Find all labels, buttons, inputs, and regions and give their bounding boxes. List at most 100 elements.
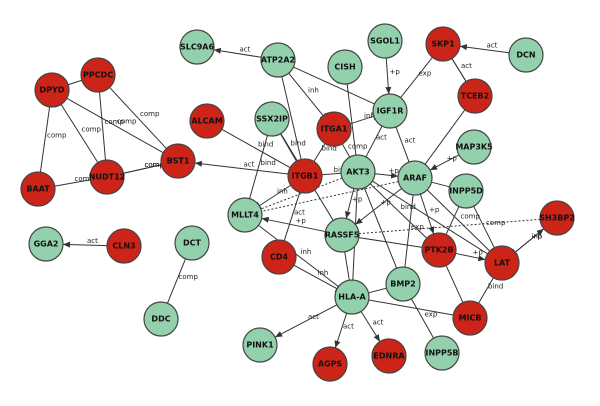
node-dct-label: DCT <box>183 239 202 248</box>
edge-hla-a-pink1-label: act <box>308 313 319 321</box>
node-itgb1[interactable]: ITGB1 <box>287 158 323 194</box>
node-araf[interactable]: ARAF <box>397 160 433 196</box>
edge-cd4-hla-a <box>293 264 338 290</box>
edge-itga1-igf1r-label: inh <box>364 112 375 120</box>
edge-araf-lat-label: comp <box>461 213 481 221</box>
node-sgol1[interactable]: SGOL1 <box>367 23 403 59</box>
node-dcn[interactable]: DCN <box>508 37 544 73</box>
node-araf-circle <box>397 160 433 196</box>
node-itga1-label: ITGA1 <box>321 125 348 134</box>
node-alcam[interactable]: ALCAM <box>189 103 225 139</box>
edge-atp2a2-itgb1 <box>281 76 302 160</box>
edge-nudt12-baat <box>54 179 91 187</box>
edge-akt3-ptk2b-label: bind <box>401 203 416 211</box>
node-hla-a[interactable]: HLA-A <box>334 279 370 315</box>
node-ppcdc[interactable]: PPCDC <box>80 57 116 93</box>
node-slc9a6-label: SLC9A6 <box>180 43 214 52</box>
node-cln3[interactable]: CLN3 <box>106 228 142 264</box>
node-pink1[interactable]: PINK1 <box>242 327 278 363</box>
node-bst1[interactable]: BST1 <box>160 143 196 179</box>
node-slc9a6[interactable]: SLC9A6 <box>179 29 215 65</box>
node-agps-circle <box>312 346 348 382</box>
node-ednra[interactable]: EDNRA <box>371 338 407 374</box>
edge-atp2a2-igf1r <box>293 66 375 105</box>
node-nudt12-circle <box>89 159 125 195</box>
edge-itgb1-akt3 <box>321 172 342 176</box>
node-tceb2-label: TCEB2 <box>461 92 489 101</box>
node-dct[interactable]: DCT <box>174 225 210 261</box>
node-gga2[interactable]: GGA2 <box>28 226 64 262</box>
edge-ssx2ip-mllt4 <box>249 135 268 199</box>
node-inpp5d[interactable]: INPP5D <box>448 173 484 209</box>
edge-hla-a-agps-arrowhead <box>334 340 341 348</box>
node-nudt12[interactable]: NUDT12 <box>89 159 125 195</box>
node-map3k5[interactable]: MAP3K5 <box>455 129 493 165</box>
edge-labels-layer: actexpinh+pactactexpcompcompcompcompcomp… <box>47 42 542 331</box>
edge-cln3-gga2-label: act <box>87 237 98 245</box>
node-lat-circle <box>484 245 520 281</box>
node-mllt4[interactable]: MLLT4 <box>227 197 263 233</box>
node-gga2-label: GGA2 <box>34 240 59 249</box>
node-atp2a2-label: ATP2A2 <box>261 56 295 65</box>
edge-araf-lat <box>426 189 491 252</box>
node-ssx2ip[interactable]: SSX2IP <box>254 101 290 137</box>
edge-itgb1-bst1-arrowhead <box>194 160 203 167</box>
edge-hla-a-pink1-arrowhead <box>275 331 283 338</box>
edge-akt3-rassf5-label: +p <box>352 196 363 204</box>
node-skp1[interactable]: SKP1 <box>425 26 461 62</box>
node-baat[interactable]: BAAT <box>20 171 56 207</box>
node-cln3-label: CLN3 <box>112 242 135 251</box>
edges-layer <box>39 44 545 349</box>
node-itga1-circle <box>316 111 352 147</box>
node-rassf5-label: RASSF5 <box>325 231 360 240</box>
edge-itgb1-cd4-label: act <box>294 209 305 217</box>
node-dpyd-circle <box>34 72 70 108</box>
node-slc9a6-circle <box>179 29 215 65</box>
edge-mllt4-hla-a-label: inh <box>301 248 312 256</box>
node-lat-label: LAT <box>494 259 511 268</box>
edge-rassf5-mllt4-arrowhead <box>261 216 270 223</box>
node-micb-label: MICB <box>459 314 482 323</box>
node-cish[interactable]: CISH <box>327 49 363 85</box>
node-micb[interactable]: MICB <box>452 300 488 336</box>
node-dpyd[interactable]: DPYD <box>34 72 70 108</box>
edge-itgb1-mllt4-label: inh <box>277 188 288 196</box>
edge-hla-a-pink1 <box>274 304 338 338</box>
edge-ptk2b-lat-label: +p <box>473 249 484 257</box>
node-sh3bp2[interactable]: SH3BP2 <box>539 200 575 236</box>
node-lat[interactable]: LAT <box>484 245 520 281</box>
node-dct-circle <box>174 225 210 261</box>
node-araf-label: ARAF <box>403 174 427 183</box>
edge-hla-a-ednra-arrowhead <box>373 334 380 342</box>
edge-inpp5d-ptk2b <box>445 206 460 235</box>
edge-bmp2-hla-a <box>368 287 387 294</box>
edge-itgb1-mllt4 <box>258 184 292 207</box>
edge-ptk2b-micb <box>445 265 464 303</box>
edge-bmp2-inpp5b <box>410 298 435 339</box>
node-tceb2[interactable]: TCEB2 <box>457 78 493 114</box>
node-sgol1-label: SGOL1 <box>370 37 400 46</box>
node-bmp2[interactable]: BMP2 <box>385 266 421 302</box>
node-ptk2b-label: PTK2B <box>424 246 453 255</box>
node-atp2a2[interactable]: ATP2A2 <box>260 42 296 78</box>
node-agps[interactable]: AGPS <box>312 346 348 382</box>
node-ddc[interactable]: DDC <box>143 301 179 337</box>
edge-itga1-akt3-label: comp <box>348 143 368 151</box>
edge-ssx2ip-mllt4-label: bind <box>261 159 276 167</box>
node-hla-a-label: HLA-A <box>338 293 366 302</box>
edge-cd4-hla-a-label: inh <box>318 269 329 277</box>
edge-dcn-skp1-arrowhead <box>459 44 468 51</box>
edge-itgb1-cd4 <box>283 192 301 241</box>
node-ptk2b[interactable]: PTK2B <box>421 232 457 268</box>
node-igf1r[interactable]: IGF1R <box>372 93 408 129</box>
node-rassf5[interactable]: RASSF5 <box>324 217 360 253</box>
edge-inpp5d-lat-label: comp <box>486 219 506 227</box>
node-itga1[interactable]: ITGA1 <box>316 111 352 147</box>
node-akt3[interactable]: AKT3 <box>340 154 376 190</box>
node-sh3bp2-label: SH3BP2 <box>539 214 575 223</box>
node-inpp5b[interactable]: INPP5B <box>424 335 460 371</box>
node-cd4[interactable]: CD4 <box>261 239 297 275</box>
edge-map3k5-araf-arrowhead <box>430 164 438 171</box>
